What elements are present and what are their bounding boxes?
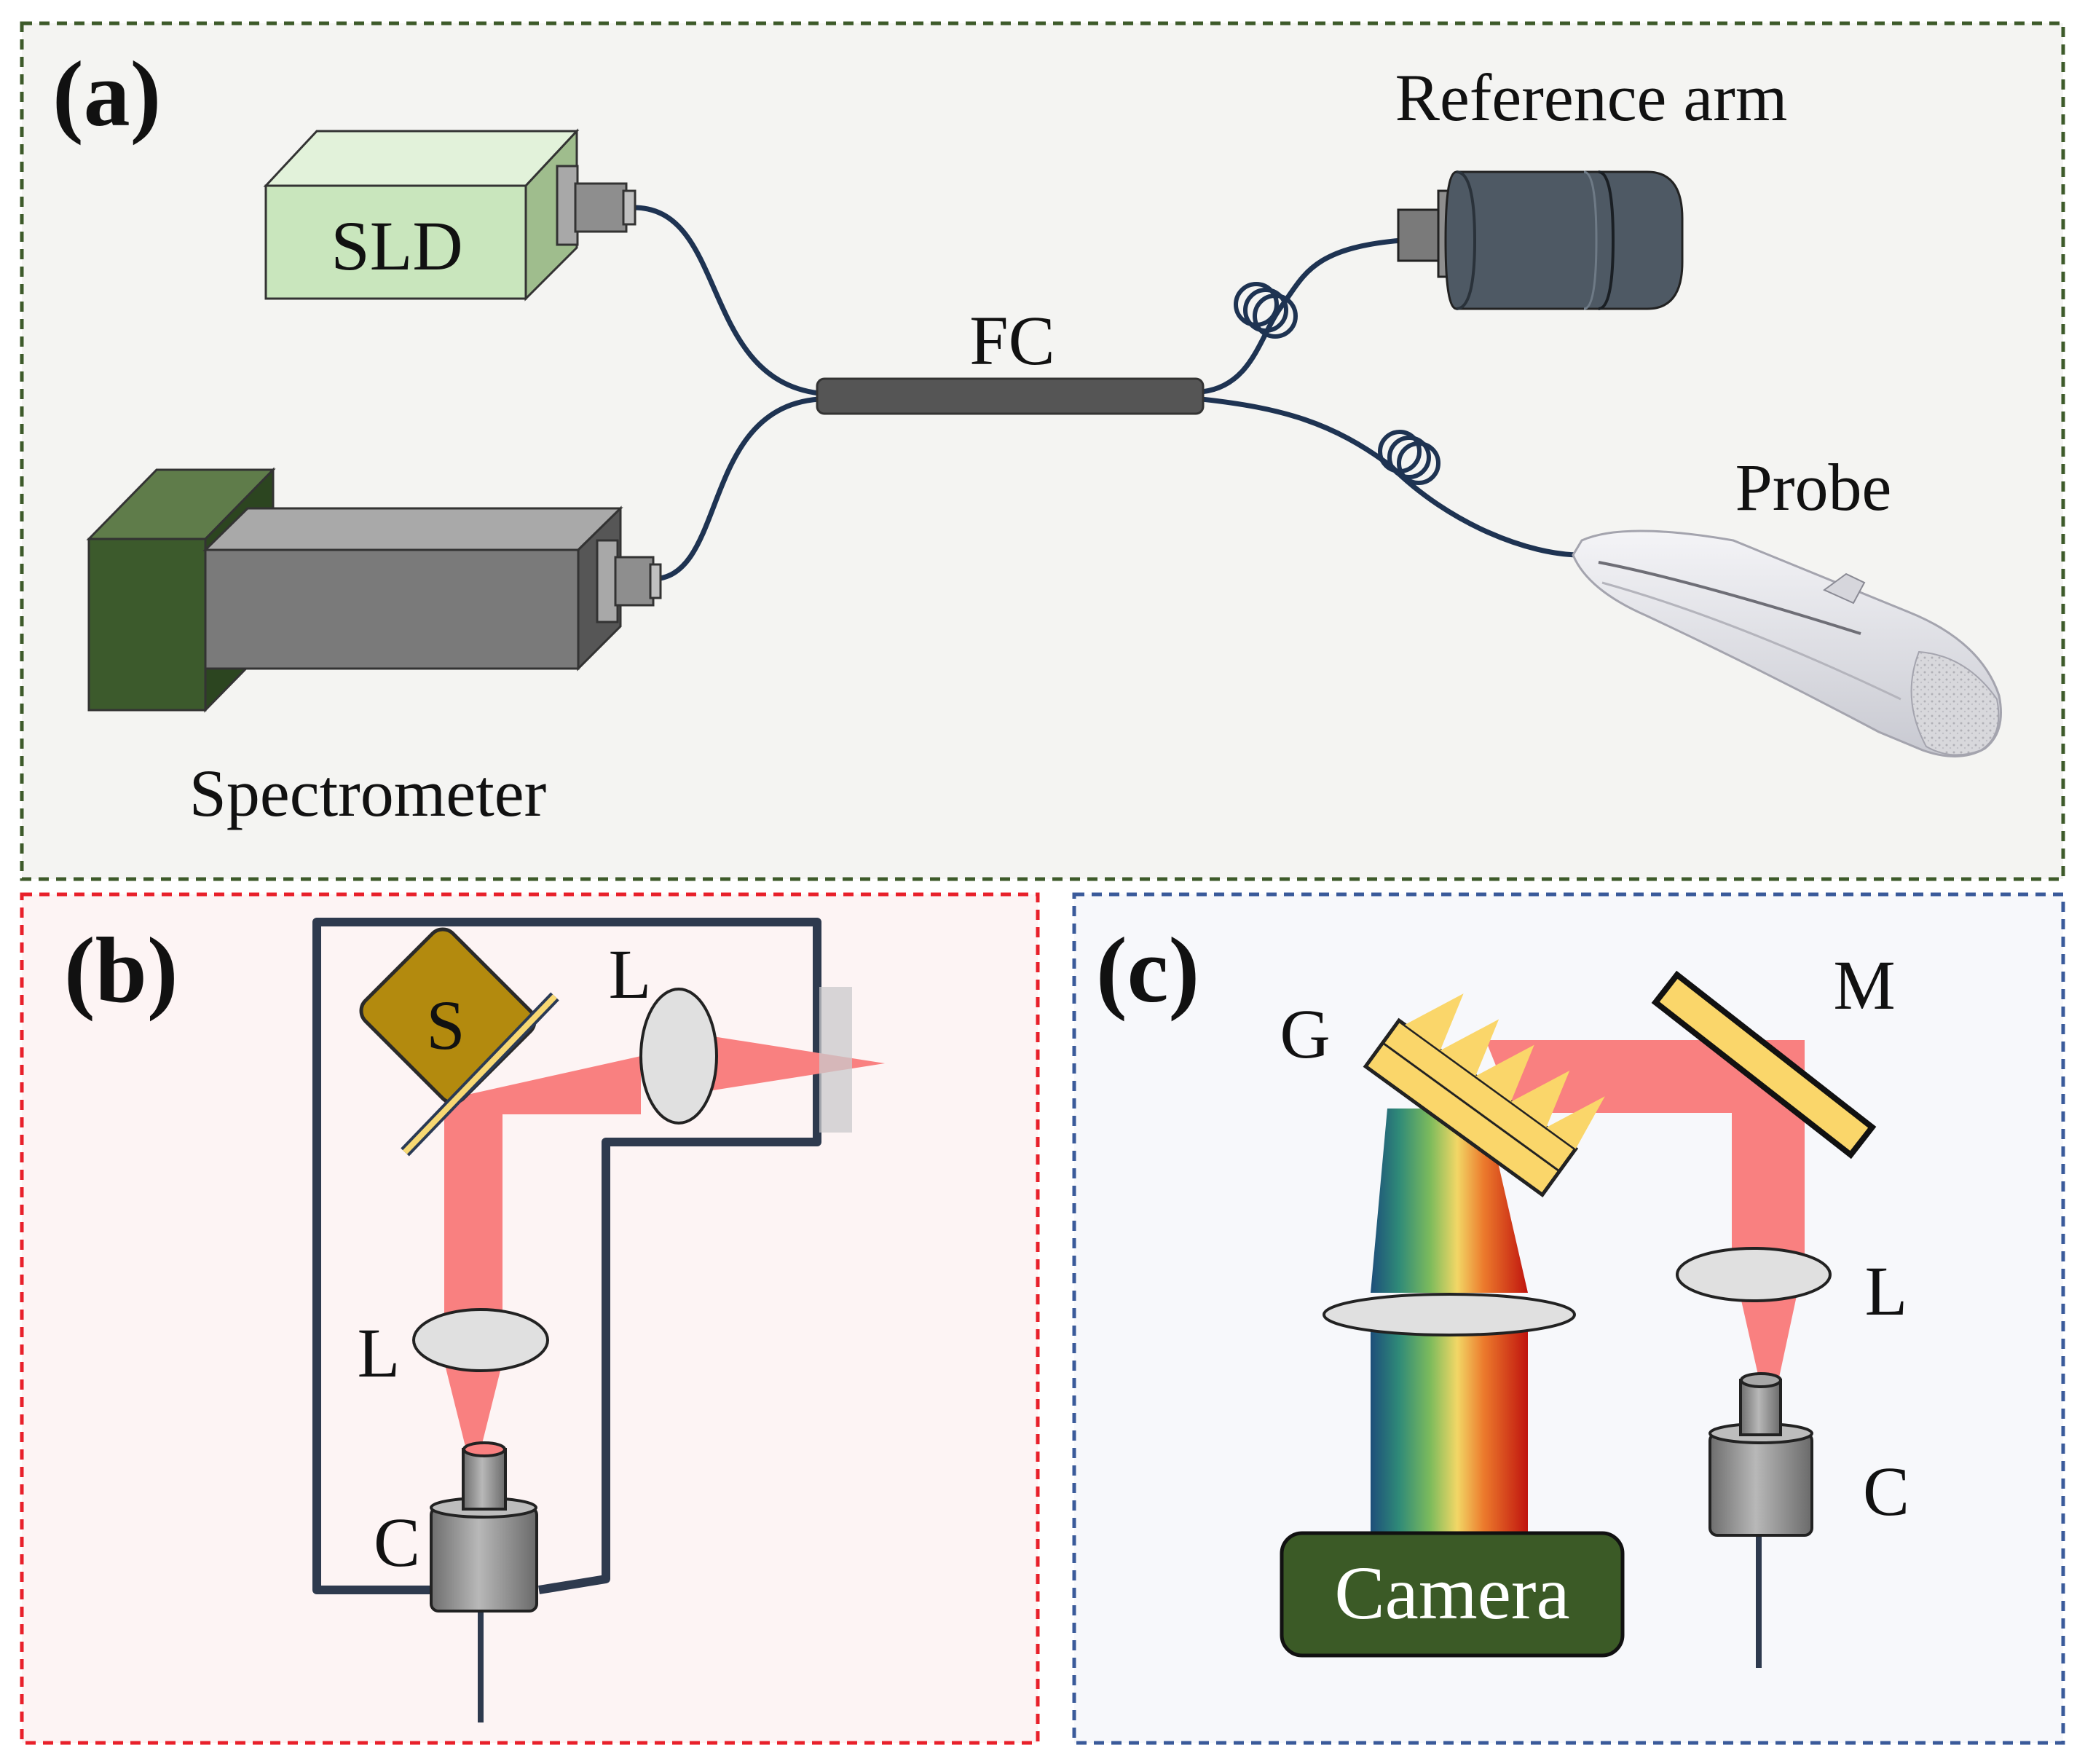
mirror-c <box>1651 970 1877 1159</box>
panel-a: (a) FC <box>20 21 2065 881</box>
sld-label: SLD <box>331 207 462 285</box>
probe-device <box>1572 529 2002 757</box>
probe-housing-outline <box>312 918 821 1594</box>
sld-source <box>263 128 636 302</box>
probe-label: Probe <box>1735 450 1892 524</box>
scanner-label: S <box>426 986 465 1064</box>
spectrum-beam <box>1371 1312 1528 1540</box>
panel-c: (c) G M L Camera C <box>1072 892 2065 1745</box>
lens-c-label: L <box>1865 1252 1908 1330</box>
camera-label: Camera <box>1334 1551 1569 1635</box>
collimator-c-label: C <box>1863 1452 1909 1530</box>
collimator-b <box>430 1441 538 1722</box>
reference-arm-label: Reference arm <box>1395 60 1788 135</box>
grating <box>1363 993 1605 1198</box>
lens-b-top <box>639 988 718 1125</box>
spectrometer-label: Spectrometer <box>189 756 546 830</box>
panel-a-tag: (a) <box>52 42 161 146</box>
reference-arm-device <box>1397 170 1684 310</box>
panel-b: (b) S L L C <box>20 892 1040 1745</box>
fiber-network <box>633 205 1581 582</box>
beam-b-focus-collimator <box>444 1362 502 1449</box>
lens-c-camera <box>1323 1293 1576 1336</box>
fiber-reference <box>1201 237 1403 395</box>
beam-c-main <box>1486 1040 1805 1259</box>
lens-c-collimator <box>1676 1247 1832 1302</box>
probe-window <box>819 987 852 1133</box>
collimator-b-label: C <box>374 1503 420 1581</box>
beam-b-main <box>444 1056 641 1362</box>
lens-b-top-label: L <box>609 935 652 1013</box>
panel-c-tag: (c) <box>1096 918 1199 1022</box>
lens-b-bottom <box>412 1308 549 1372</box>
beam-b-focus-window <box>699 1034 885 1092</box>
fiber-coil-probe <box>1378 430 1440 485</box>
spectrometer-device <box>86 467 662 713</box>
fc-label: FC <box>969 302 1055 379</box>
lens-b-bottom-label: L <box>358 1314 401 1392</box>
camera-device <box>1280 1531 1625 1658</box>
fiber-coupler <box>816 377 1205 415</box>
fiber-sld <box>633 205 820 396</box>
scanner-mirror <box>359 927 559 1157</box>
mirror-label: M <box>1833 946 1895 1024</box>
collimator-c <box>1708 1372 1813 1668</box>
fiber-spectrometer <box>651 396 820 582</box>
panel-b-tag: (b) <box>64 918 178 1022</box>
fiber-coil-reference <box>1234 282 1298 339</box>
grating-label: G <box>1280 995 1330 1073</box>
